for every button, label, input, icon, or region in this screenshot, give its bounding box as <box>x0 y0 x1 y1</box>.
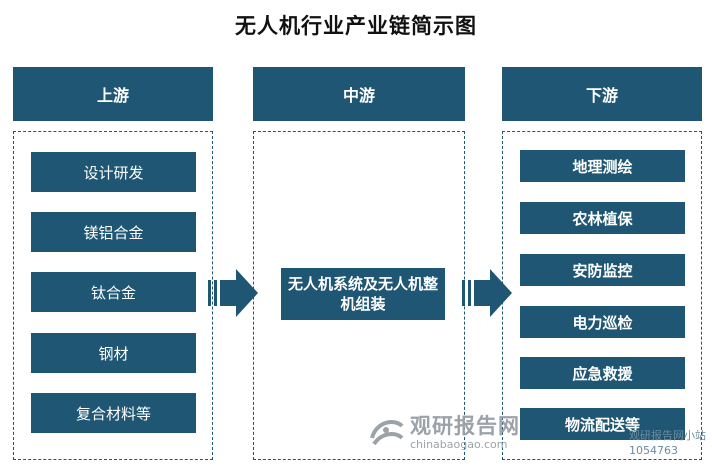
upstream-item: 钢材 <box>31 333 196 373</box>
arrow-right-icon <box>462 269 512 317</box>
diagram-title: 无人机行业产业链简示图 <box>235 13 477 38</box>
downstream-item: 物流配送等 <box>520 408 685 440</box>
downstream-item: 应急救援 <box>520 357 685 389</box>
downstream-item: 电力巡检 <box>520 306 685 338</box>
watermark-stamp-id: 1054763 <box>629 444 678 457</box>
downstream-header: 下游 <box>502 67 702 121</box>
upstream-box <box>13 131 213 460</box>
watermark-stamp-name: 观研报告网小站 <box>629 429 706 442</box>
arrow-right-icon <box>208 269 258 317</box>
watermark-brand: 观研报告网 <box>410 414 520 438</box>
downstream-item: 安防监控 <box>520 254 685 286</box>
upstream-header: 上游 <box>13 67 213 121</box>
upstream-item: 设计研发 <box>31 152 196 192</box>
watermark-url: chinabaogao.com <box>410 438 508 451</box>
downstream-item: 农林植保 <box>520 202 685 234</box>
midstream-header: 中游 <box>253 67 465 121</box>
midstream-content: 无人机系统及无人机整机组装 <box>281 268 445 320</box>
upstream-item: 钛合金 <box>31 272 196 312</box>
upstream-item: 复合材料等 <box>31 393 196 433</box>
downstream-box <box>502 131 702 460</box>
downstream-item: 地理测绘 <box>520 150 685 182</box>
watermark-logo-icon <box>370 420 404 446</box>
upstream-item: 镁铝合金 <box>31 212 196 252</box>
